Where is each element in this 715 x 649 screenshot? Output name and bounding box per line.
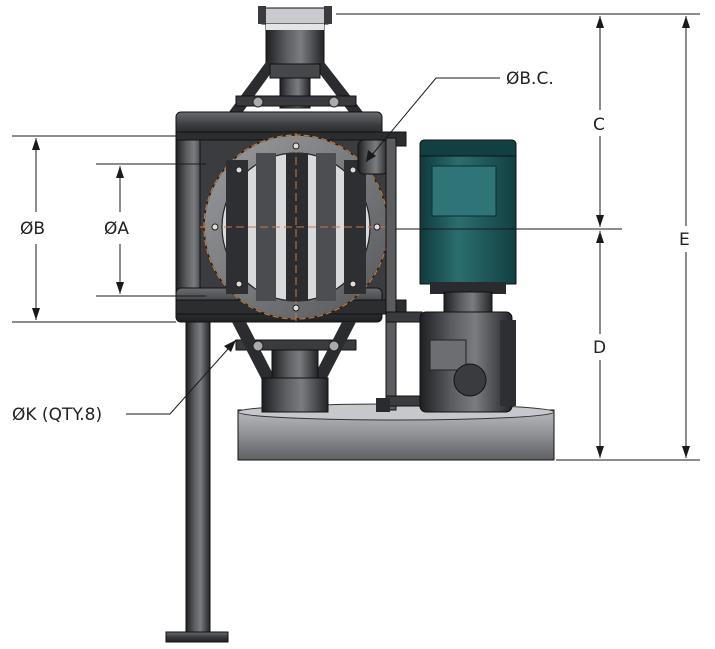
label-dim-d: D	[593, 338, 606, 358]
label-dim-e: E	[679, 230, 690, 250]
lower-frame	[232, 322, 357, 413]
dim-bc-leader	[365, 77, 500, 163]
label-dia-k: ØK (QTY.8)	[12, 405, 102, 425]
gearbox	[419, 311, 516, 413]
label-dim-c: C	[593, 115, 605, 135]
upper-frame	[226, 62, 366, 116]
label-dia-bc: ØB.C.	[506, 69, 554, 89]
dim-k-leader	[126, 339, 237, 415]
top-inlet	[258, 6, 332, 65]
support-leg	[165, 319, 229, 643]
valve-body	[175, 111, 407, 323]
motor	[419, 139, 517, 315]
label-dia-b: ØB	[20, 219, 45, 239]
label-dia-a: ØA	[104, 219, 129, 239]
dimensions	[12, 13, 700, 461]
